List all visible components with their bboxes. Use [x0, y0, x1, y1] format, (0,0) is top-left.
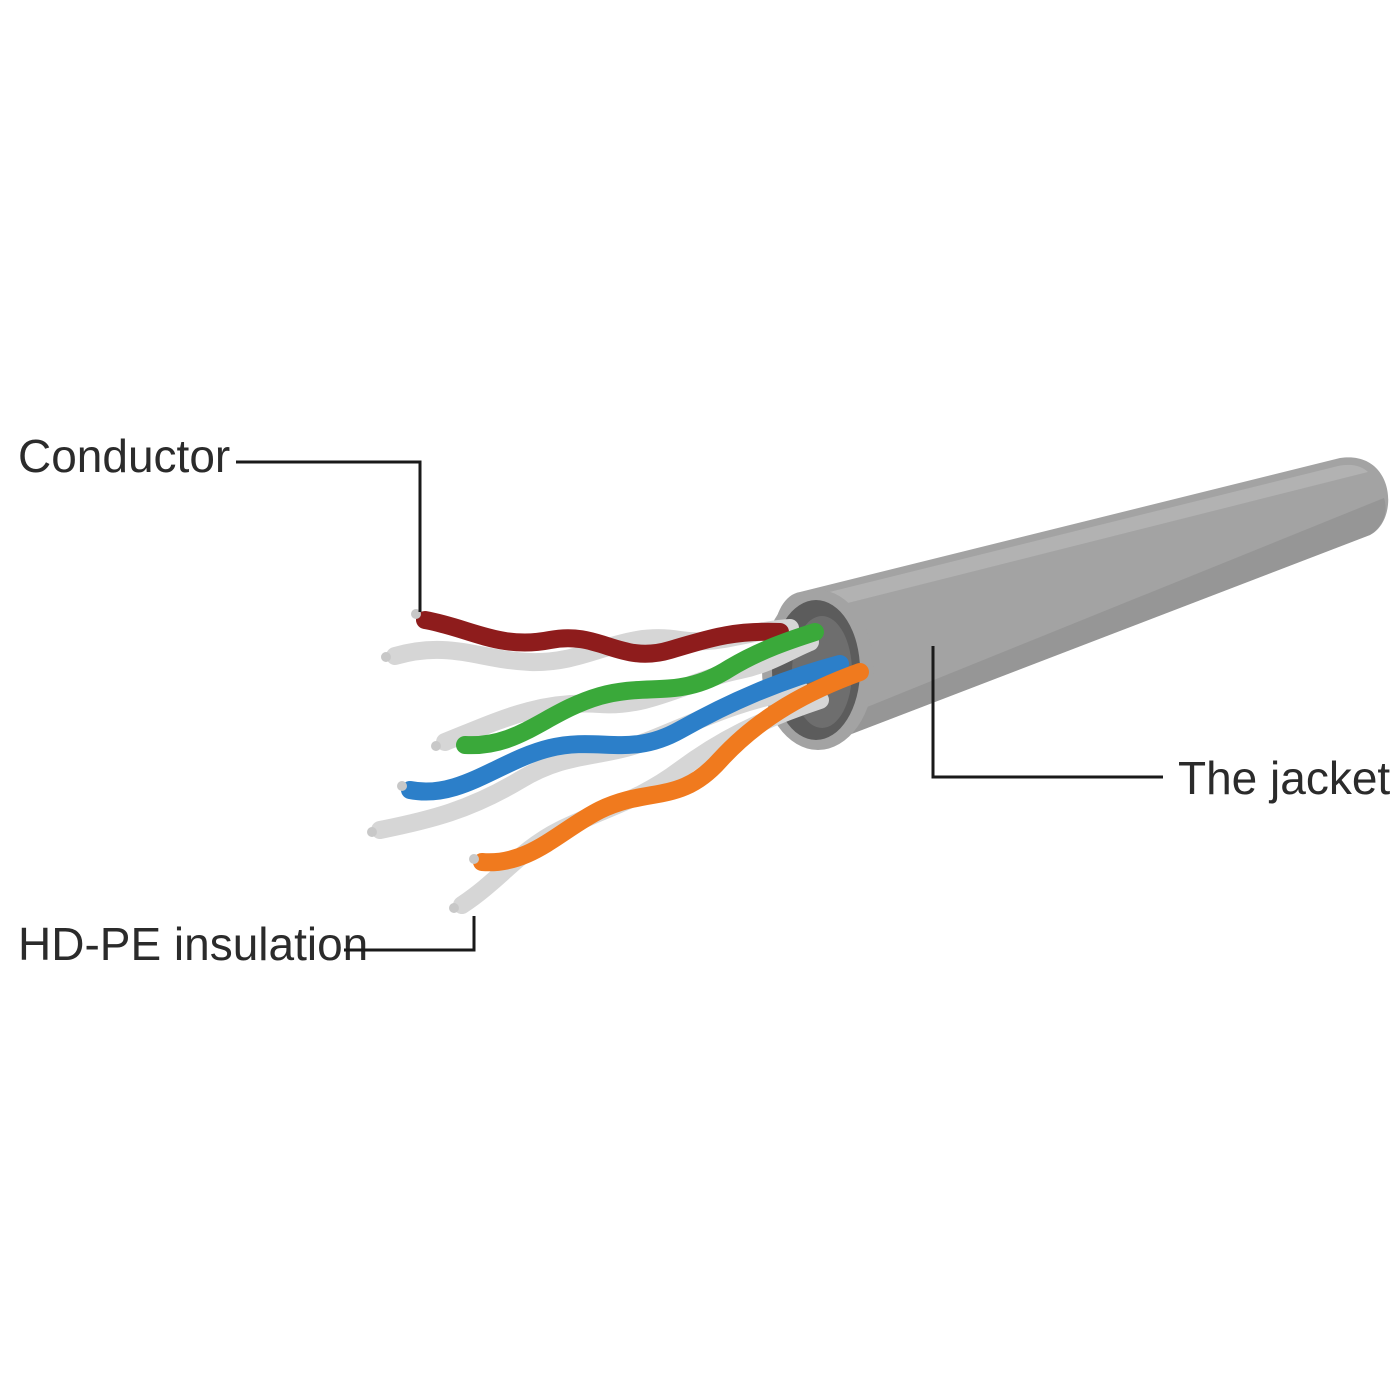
orange-white-conductor-tip — [449, 903, 459, 913]
orange-conductor-tip — [469, 854, 479, 864]
orange-pair — [449, 663, 869, 914]
brown-pair — [381, 609, 799, 672]
green-pair-white-wire — [436, 633, 819, 751]
jacket-shadow — [815, 498, 1386, 748]
leader-insulation — [344, 916, 476, 952]
green-white-conductor-tip — [431, 741, 441, 751]
leader-jacket — [931, 646, 1163, 779]
green-pair — [431, 623, 824, 755]
label-conductor: Conductor — [18, 430, 230, 482]
jacket-body — [771, 457, 1389, 749]
brown-pair-colored-wire — [416, 611, 789, 663]
blue-white-conductor-tip — [367, 827, 377, 837]
label-jacket: The jacket — [1178, 752, 1390, 804]
orange-pair-colored-wire — [473, 663, 869, 872]
blue-conductor-tip — [397, 781, 407, 791]
callout-conductor: Conductor — [18, 430, 422, 612]
green-pair-colored-wire — [456, 623, 824, 755]
jacket — [762, 457, 1389, 750]
brown-white-conductor-tip — [381, 652, 391, 662]
blue-pair-colored-wire — [401, 655, 849, 801]
label-insulation: HD-PE insulation — [18, 918, 368, 970]
callout-insulation: HD-PE insulation — [18, 916, 476, 970]
leader-conductor — [236, 460, 422, 612]
callout-jacket: The jacket — [931, 646, 1390, 804]
blue-pair — [367, 655, 849, 839]
jacket-highlight — [805, 464, 1368, 612]
